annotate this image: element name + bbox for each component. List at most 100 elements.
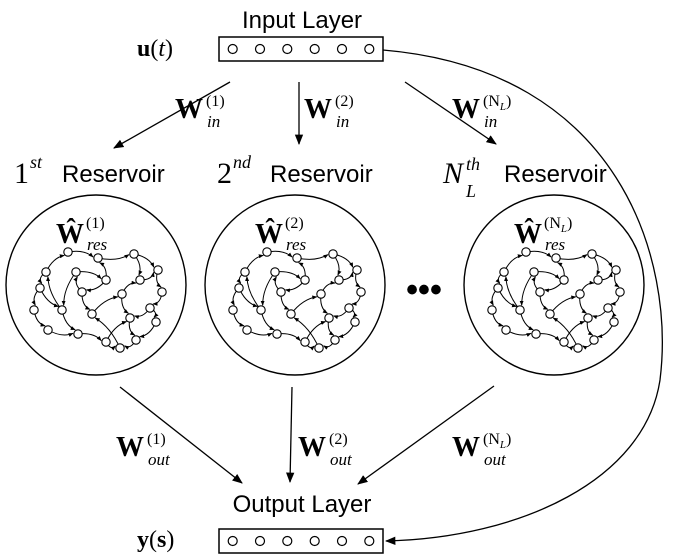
arrow-reservoir-2-to-output bbox=[286, 386, 295, 484]
reservoir-node bbox=[234, 283, 244, 293]
svg-text:Ŵ: Ŵ bbox=[255, 218, 283, 250]
w-res-label-1: Ŵ (1) res bbox=[56, 215, 108, 254]
svg-text:nd: nd bbox=[233, 152, 252, 172]
svg-text:(2): (2) bbox=[335, 93, 354, 110]
reservoir-node bbox=[256, 305, 266, 315]
reservoir-node bbox=[551, 253, 561, 263]
reservoir-node bbox=[589, 335, 599, 345]
reservoir-node bbox=[41, 267, 51, 277]
reservoir-node bbox=[352, 265, 362, 275]
reservoir-node bbox=[131, 335, 141, 345]
reservoir-node bbox=[73, 329, 83, 339]
reservoir-node bbox=[324, 313, 334, 323]
svg-text:st: st bbox=[30, 152, 43, 172]
arrow-input-to-output-direct bbox=[382, 49, 663, 545]
reservoir-node bbox=[575, 289, 585, 299]
svg-text:res: res bbox=[87, 235, 108, 254]
reservoir-node bbox=[125, 313, 135, 323]
reservoir-node bbox=[35, 283, 45, 293]
reservoir-n-heading: N th L Reservoir bbox=[442, 154, 607, 201]
reservoir-node bbox=[262, 247, 272, 257]
arrow-reservoir-n-to-output bbox=[357, 385, 495, 485]
svg-text:(2): (2) bbox=[329, 431, 348, 448]
svg-text:Reservoir: Reservoir bbox=[62, 161, 165, 188]
reservoir-node bbox=[153, 265, 163, 275]
w-out-label-1: W (1) out bbox=[116, 431, 171, 469]
reservoir-node bbox=[93, 253, 103, 263]
svg-text:out: out bbox=[484, 450, 507, 469]
svg-text:u(t): u(t) bbox=[137, 36, 173, 62]
output-signal-label: y(s) bbox=[137, 527, 174, 553]
reservoir-node bbox=[611, 265, 621, 275]
input-signal-label: u(t) bbox=[137, 36, 173, 62]
reservoir-n: Ŵ (NL) res bbox=[463, 194, 645, 376]
input-unit bbox=[254, 43, 266, 55]
svg-text:W: W bbox=[452, 432, 480, 463]
reservoir-node bbox=[559, 337, 569, 347]
reservoir-1-network bbox=[29, 247, 167, 353]
reservoir-node bbox=[603, 303, 613, 313]
output-unit bbox=[309, 535, 320, 547]
reservoir-node bbox=[101, 337, 111, 347]
w-in-label-n: W (NL) in bbox=[452, 93, 511, 131]
reservoir-2: Ŵ (2) res bbox=[204, 194, 386, 376]
reservoir-node bbox=[499, 267, 509, 277]
reservoir-node bbox=[615, 287, 625, 297]
reservoir-node bbox=[57, 305, 67, 315]
w-res-label-2: Ŵ (2) res bbox=[255, 215, 307, 254]
svg-text:2: 2 bbox=[217, 157, 232, 190]
svg-text:W: W bbox=[175, 94, 203, 125]
svg-text:(2): (2) bbox=[285, 215, 304, 232]
svg-text:1: 1 bbox=[14, 157, 29, 190]
svg-text:y(s): y(s) bbox=[137, 527, 174, 553]
svg-text:out: out bbox=[330, 450, 353, 469]
input-unit bbox=[282, 43, 293, 55]
reservoir-node bbox=[276, 287, 286, 297]
arrow-input-to-reservoir-n bbox=[404, 81, 497, 145]
input-unit bbox=[227, 43, 238, 55]
output-unit bbox=[364, 535, 375, 547]
reservoir-node bbox=[501, 325, 511, 335]
reservoir-node bbox=[529, 267, 539, 277]
reservoir-node bbox=[117, 289, 127, 299]
reservoir-node bbox=[71, 267, 81, 277]
reservoir-node bbox=[521, 247, 531, 257]
reservoir-node bbox=[286, 309, 296, 319]
reservoir-node bbox=[487, 305, 497, 315]
reservoir-node bbox=[573, 343, 583, 353]
svg-text:W: W bbox=[116, 432, 144, 463]
reservoir-node bbox=[272, 329, 282, 339]
reservoir-node bbox=[535, 287, 545, 297]
svg-text:in: in bbox=[207, 112, 220, 131]
w-in-label-1: W (1) in bbox=[175, 93, 225, 131]
svg-text:res: res bbox=[286, 235, 307, 254]
svg-text:(NL): (NL) bbox=[483, 431, 511, 451]
reservoir-node bbox=[63, 247, 73, 257]
reservoir-node bbox=[151, 317, 161, 327]
svg-text:out: out bbox=[148, 450, 171, 469]
reservoir-node bbox=[157, 287, 167, 297]
svg-text:(NL): (NL) bbox=[483, 93, 511, 113]
reservoir-2-heading: 2 nd Reservoir bbox=[217, 152, 373, 190]
w-out-label-2: W (2) out bbox=[298, 431, 353, 469]
reservoir-node bbox=[115, 343, 125, 353]
w-res-label-n: Ŵ (NL) res bbox=[514, 215, 572, 254]
ellipsis: ••• bbox=[406, 271, 442, 309]
svg-text:in: in bbox=[336, 112, 349, 131]
svg-text:W: W bbox=[304, 94, 332, 125]
svg-text:N: N bbox=[442, 157, 465, 190]
reservoir-node bbox=[587, 249, 597, 259]
reservoir-node bbox=[515, 305, 525, 315]
svg-text:(1): (1) bbox=[206, 93, 225, 110]
svg-text:(1): (1) bbox=[86, 215, 105, 232]
reservoir-node bbox=[356, 287, 366, 297]
reservoir-node bbox=[240, 267, 250, 277]
reservoir-node bbox=[593, 275, 603, 285]
reservoir-node bbox=[129, 249, 139, 259]
reservoir-1-heading: 1 st Reservoir bbox=[14, 152, 165, 190]
output-layer-title: Output Layer bbox=[233, 491, 372, 518]
reservoir-2-network bbox=[228, 247, 366, 353]
reservoir-node bbox=[135, 275, 145, 285]
reservoir-node bbox=[101, 275, 111, 285]
